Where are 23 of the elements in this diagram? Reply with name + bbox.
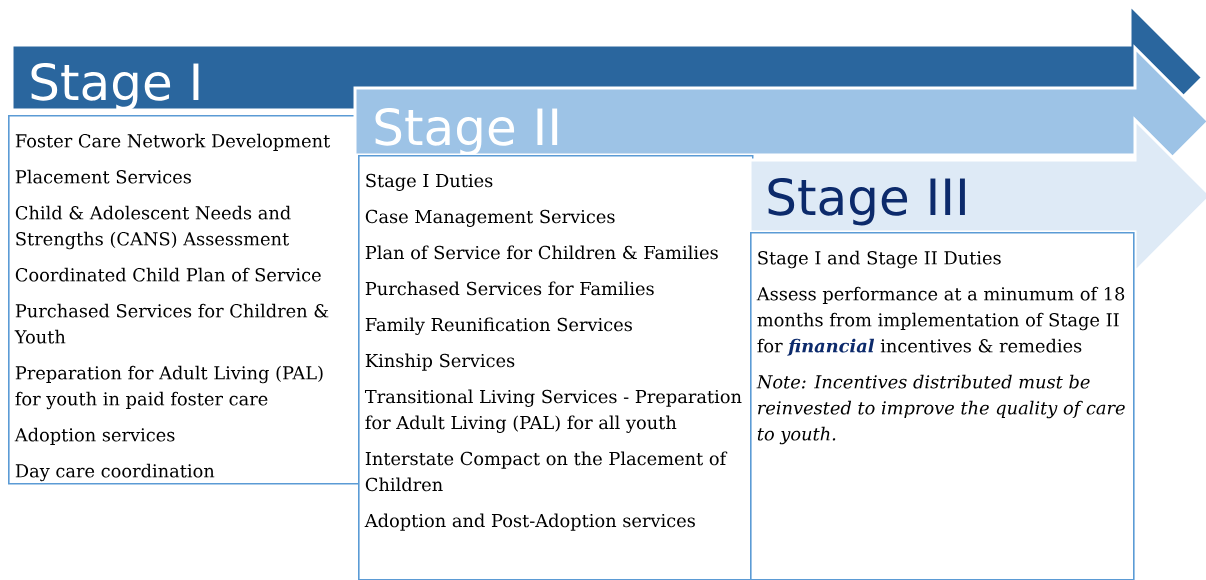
list-item: Stage I Duties bbox=[366, 173, 493, 191]
list-item: Adoption and Post-Adoption services bbox=[364, 513, 695, 531]
list-item: Plan of Service for Children & Families bbox=[365, 245, 718, 260]
list-item: Transitional Living Services - Preparation for Adult Living (PAL) for all youth bbox=[365, 389, 742, 433]
list-item: Case Management Services bbox=[365, 209, 615, 227]
list-item: Coordinated Child Plan of Service bbox=[15, 267, 321, 282]
list-item: Purchased Services for Families bbox=[365, 281, 654, 296]
list-item: Day care coordination bbox=[15, 463, 215, 482]
list-box bbox=[358, 155, 754, 580]
list-item: Child & Adolescent Needs and Strengths (CANS) Assessment bbox=[15, 205, 291, 250]
list-item: Adoption services bbox=[14, 427, 175, 445]
list-item: Purchased Services for Children & Youth bbox=[14, 303, 329, 344]
list-item: Placement Services bbox=[15, 169, 191, 184]
list-box bbox=[8, 115, 360, 485]
list-item: Foster Care Network Development bbox=[15, 133, 331, 151]
list-item: Stage I and Stage II Duties bbox=[758, 250, 1001, 269]
list-item: Assess performance at a minumum of 18 months from implementation of Stage II for financial incentives & remedies bbox=[756, 286, 1125, 356]
list-box bbox=[750, 232, 1135, 580]
list-item: Family Reunification Services bbox=[365, 317, 632, 335]
list-item: Preparation for Adult Living (PAL) for youth in paid foster care bbox=[15, 365, 323, 410]
list-item: Interstate Compact on the Placement of Children bbox=[365, 451, 728, 492]
note-text: Note: Incentives distributed must be reinvested to improve the quality of care to youth. bbox=[756, 374, 1125, 445]
list-item: Kinship Services bbox=[365, 353, 515, 371]
